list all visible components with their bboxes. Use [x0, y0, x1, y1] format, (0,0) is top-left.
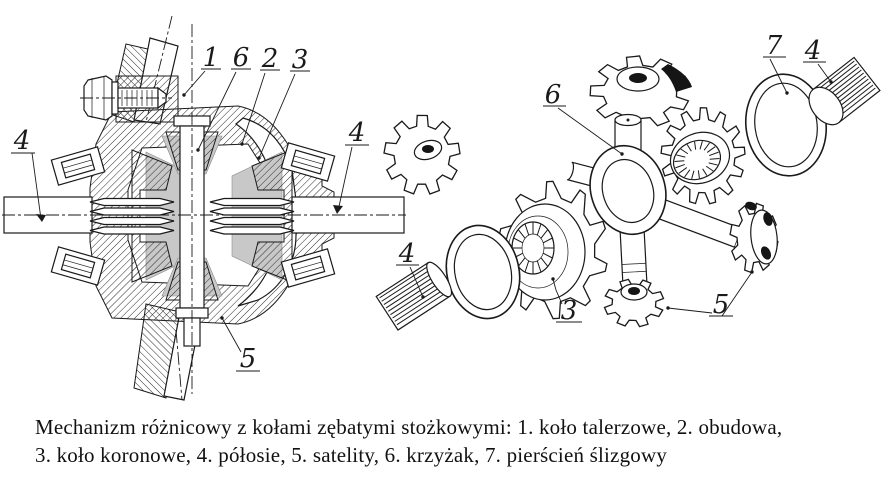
- callout-label: 3: [561, 296, 578, 326]
- callout-label: 6: [545, 80, 562, 110]
- bearing-left-bottom: [50, 246, 106, 286]
- callout-label: 6: [233, 43, 250, 73]
- section-view: 1 6 2 3 4 4 5: [2, 15, 406, 401]
- callout-label: 2: [261, 44, 279, 74]
- crown-gear-bore-splines: [512, 222, 554, 274]
- left-axle-splines: [89, 197, 175, 235]
- callout-label: 4: [13, 126, 31, 156]
- callout-label: 5: [240, 344, 257, 374]
- axle-spline-right: [808, 56, 881, 126]
- right-side-gear-section: [251, 149, 293, 283]
- bearing-right-top: [280, 142, 336, 182]
- callout-label: 7: [766, 31, 783, 61]
- sliding-ring-right: [744, 73, 828, 177]
- bearing-right-bottom: [280, 248, 336, 288]
- caption-line-1: Mechanizm różnicowy z kołami zębatymi st…: [35, 415, 783, 439]
- caption-line-2: 3. koło koronowe, 4. półosie, 5. satelit…: [35, 443, 668, 467]
- side-gear-bore: [672, 139, 722, 181]
- sliding-ring-left: [445, 224, 521, 320]
- callout-label: 1: [203, 43, 220, 73]
- satellite-gear-bottom: [603, 278, 665, 328]
- left-side-gear-section: [131, 149, 173, 283]
- right-axle-splines: [209, 197, 295, 235]
- callout-label: 5: [713, 290, 730, 320]
- caption: Mechanizm różnicowy z kołami zębatymi st…: [35, 413, 865, 469]
- axle-spline-left: [375, 261, 453, 331]
- exploded-view: 6 7 4 4 3 5: [375, 31, 881, 331]
- callout-label: 4: [804, 36, 822, 66]
- diagram-svg: 1 6 2 3 4 4 5: [2, 15, 881, 401]
- callout-label: 4: [398, 239, 416, 269]
- leader-lines-right: [396, 56, 833, 323]
- bearing-left-top: [50, 146, 106, 186]
- callout-label: 3: [292, 45, 309, 75]
- leader-lines-left: [11, 68, 369, 372]
- callout-label: 4: [348, 118, 366, 148]
